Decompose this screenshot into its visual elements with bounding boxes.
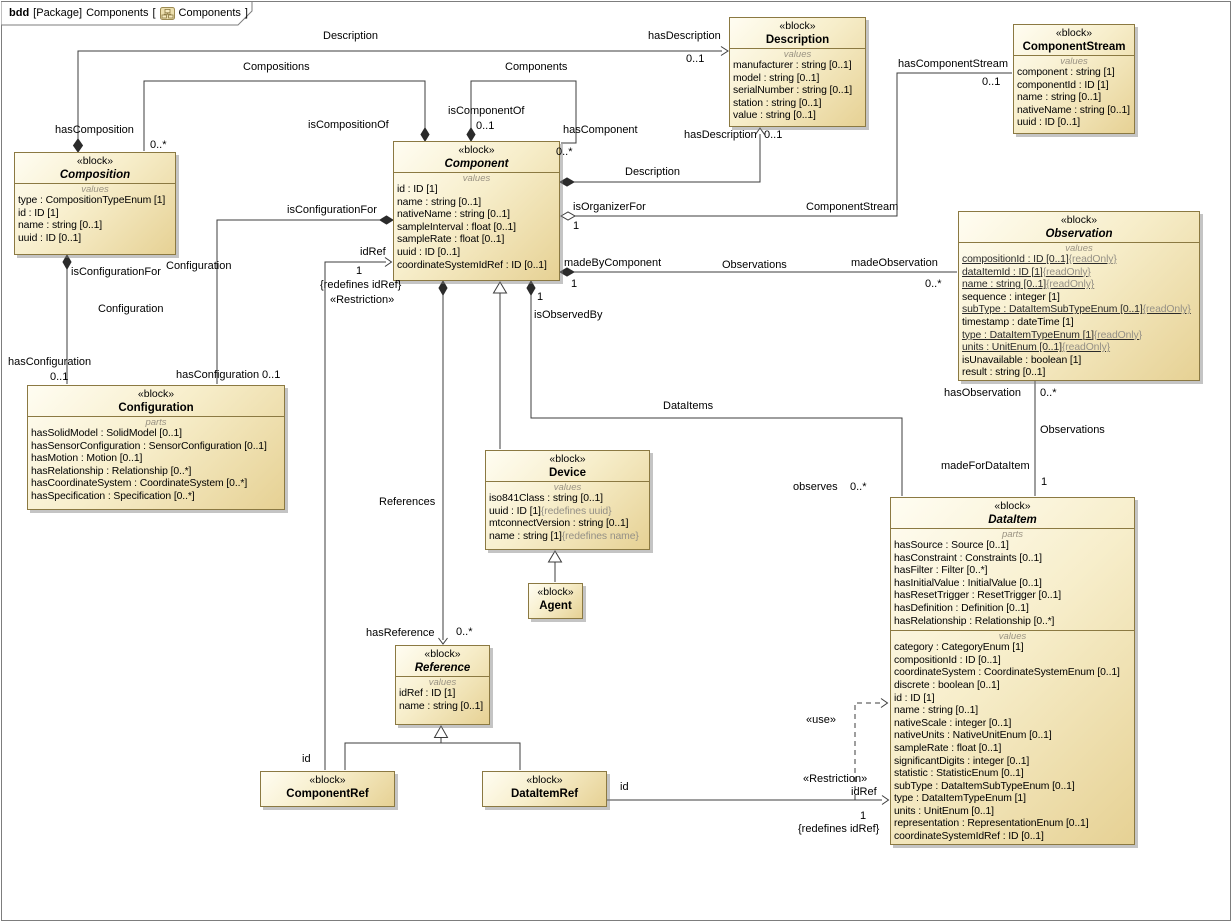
edge-component-componentstream [559,72,1012,221]
edge-component-configuration [216,215,394,384]
edge-component-composition [143,80,430,151]
edge-agent-device-generalization [547,550,563,582]
diagram-kind-keyword: bdd [9,7,30,19]
package-name: Components [86,7,149,19]
diagram-bracket-open: [ [152,7,156,19]
edge-component-self [466,80,577,144]
diagram-name: Components [178,7,241,19]
diagram-bracket-close: ] [244,7,248,19]
edge-component-description [558,127,765,187]
package-kind: [Package] [33,7,83,19]
edge-refs-reference-generalization [344,724,521,770]
edge-componentref-component [324,257,393,770]
edge-use-dependency [854,698,889,800]
edge-dataitemref-dataitem [607,795,890,805]
edge-device-component-generalization [492,281,508,449]
bdd-diagram-icon [159,6,175,20]
edge-composition-description [72,46,729,153]
edge-composition-configuration [62,253,72,384]
edge-component-observation [558,267,957,277]
diagram-frame-tab: bdd [Package] Components [ Components ] [2,2,274,24]
edge-component-dataitem [526,279,903,496]
edge-component-reference [438,279,448,645]
